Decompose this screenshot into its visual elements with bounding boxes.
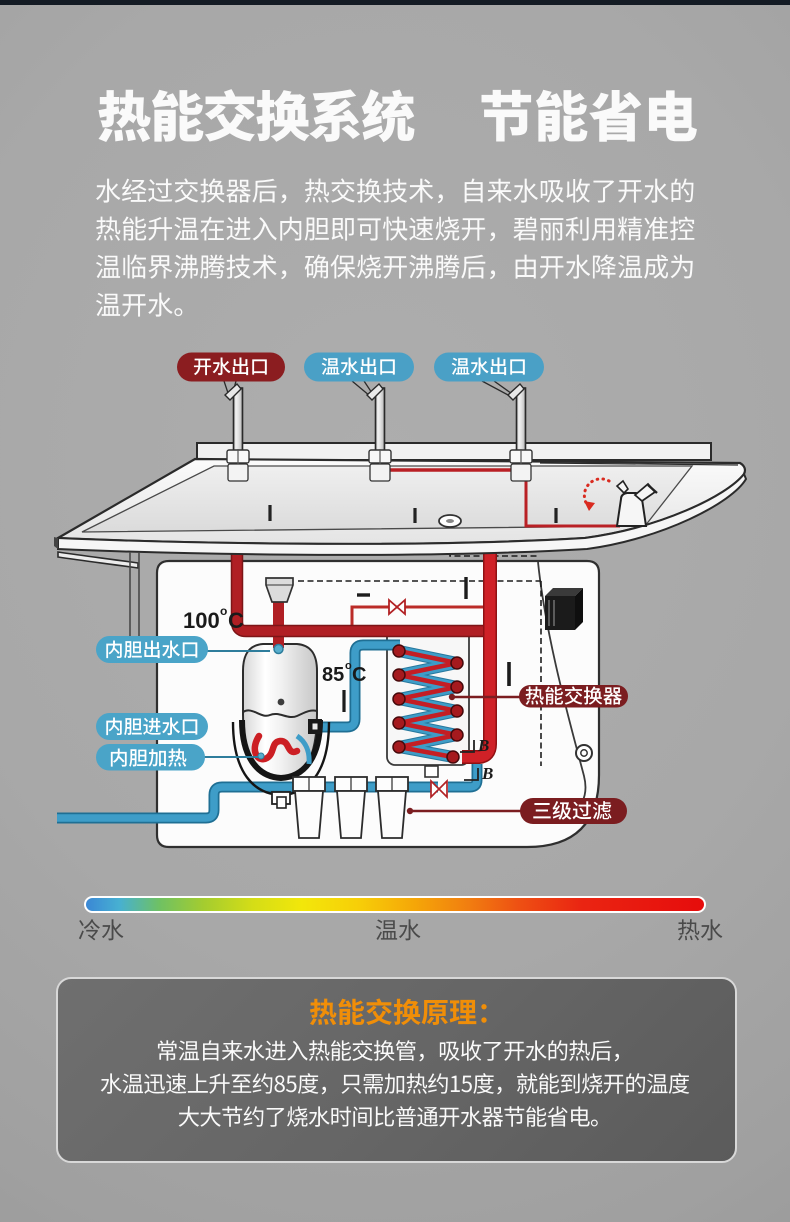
svg-text:o: o	[345, 660, 352, 672]
svg-text:o: o	[220, 604, 227, 618]
svg-text:100: 100	[183, 608, 220, 633]
svg-text:B: B	[481, 764, 493, 783]
svg-text:C: C	[352, 664, 366, 686]
svg-text:85: 85	[322, 664, 344, 686]
svg-text:C: C	[228, 608, 244, 633]
svg-text:B: B	[477, 736, 489, 755]
